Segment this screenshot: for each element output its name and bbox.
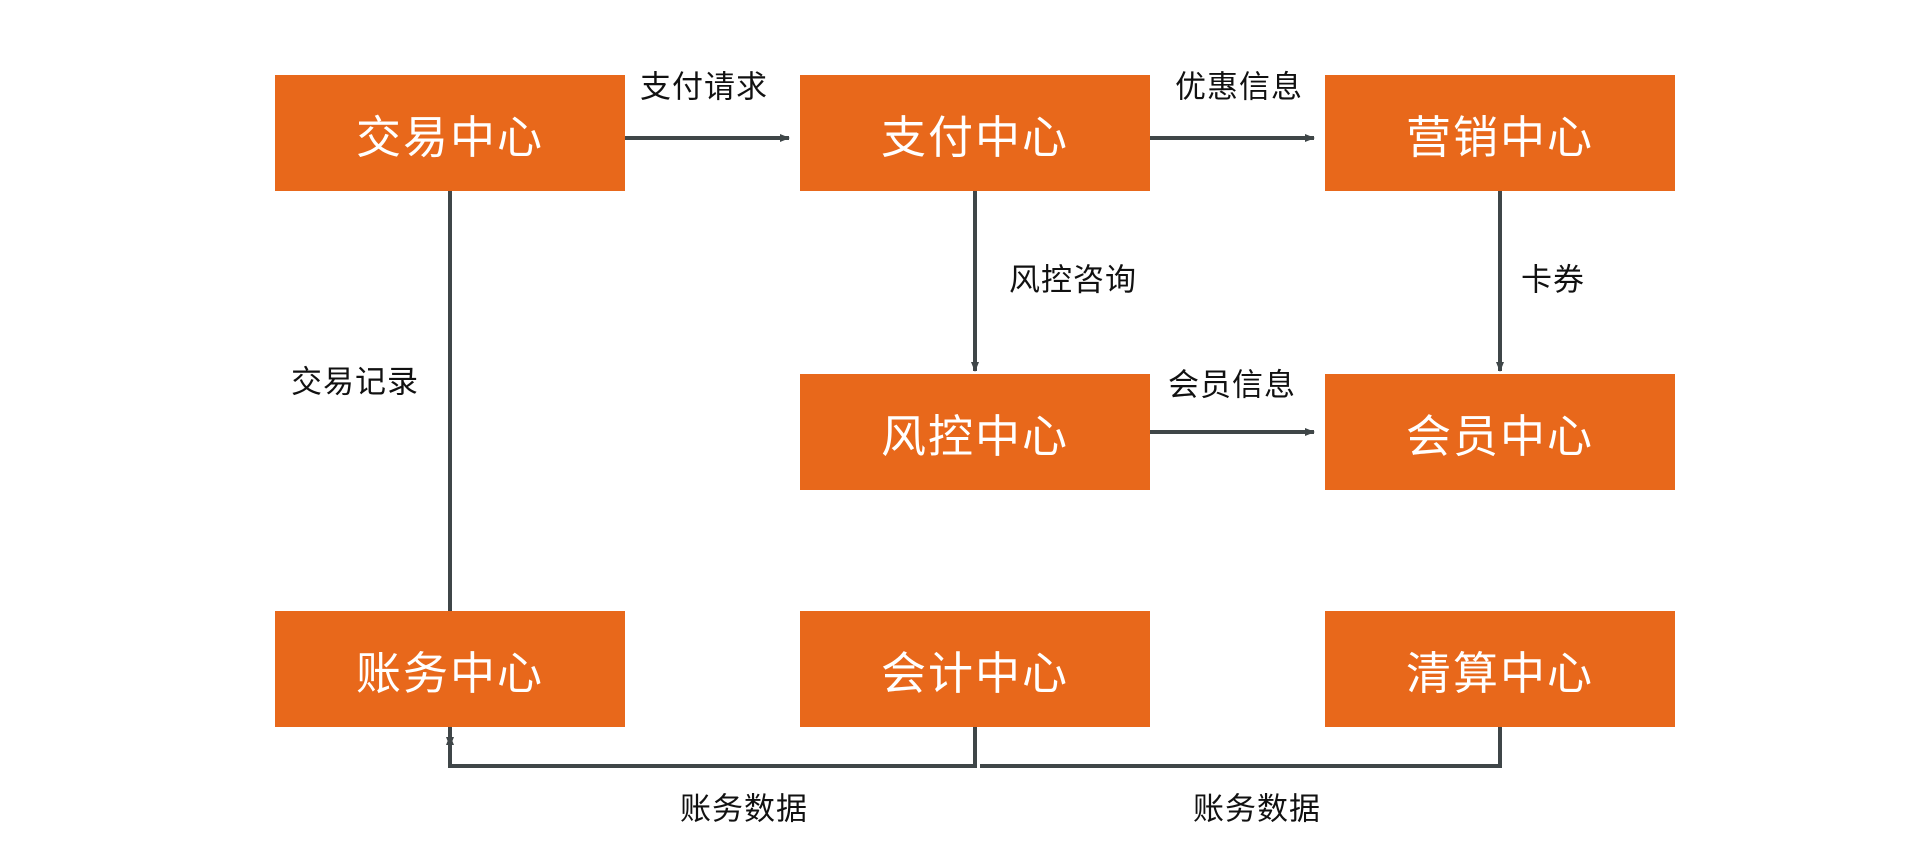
node-label: 风控中心 — [880, 410, 1069, 462]
node-accounting-center[interactable]: 会计中心 — [800, 611, 1150, 727]
connector-accounting-to-account — [446, 727, 977, 768]
connector-settlement-to-account — [980, 727, 1502, 768]
edge-label-account-data-left: 账务数据 — [680, 791, 808, 827]
node-label: 账务中心 — [355, 647, 544, 699]
node-trade-center[interactable]: 交易中心 — [275, 75, 625, 191]
node-label: 会计中心 — [880, 647, 1069, 699]
edge-label-risk-consult: 风控咨询 — [1009, 262, 1137, 298]
edge-label-member-info: 会员信息 — [1168, 367, 1296, 403]
edge-label-account-data-right: 账务数据 — [1193, 791, 1321, 827]
node-account-center[interactable]: 账务中心 — [275, 611, 625, 727]
edge-label-promotion-info: 优惠信息 — [1175, 69, 1303, 105]
edge-label-coupon: 卡券 — [1521, 262, 1585, 298]
node-settlement-center[interactable]: 清算中心 — [1325, 611, 1675, 727]
edge-label-trade-record: 交易记录 — [291, 364, 419, 400]
node-label: 营销中心 — [1405, 111, 1594, 163]
node-label: 清算中心 — [1405, 647, 1594, 699]
node-marketing-center[interactable]: 营销中心 — [1325, 75, 1675, 191]
node-label: 会员中心 — [1405, 410, 1594, 462]
node-label: 支付中心 — [880, 111, 1069, 163]
node-member-center[interactable]: 会员中心 — [1325, 374, 1675, 490]
edge-label-payment-request: 支付请求 — [640, 69, 768, 105]
node-payment-center[interactable]: 支付中心 — [800, 75, 1150, 191]
node-label: 交易中心 — [355, 111, 544, 163]
node-riskcontrol-center[interactable]: 风控中心 — [800, 374, 1150, 490]
